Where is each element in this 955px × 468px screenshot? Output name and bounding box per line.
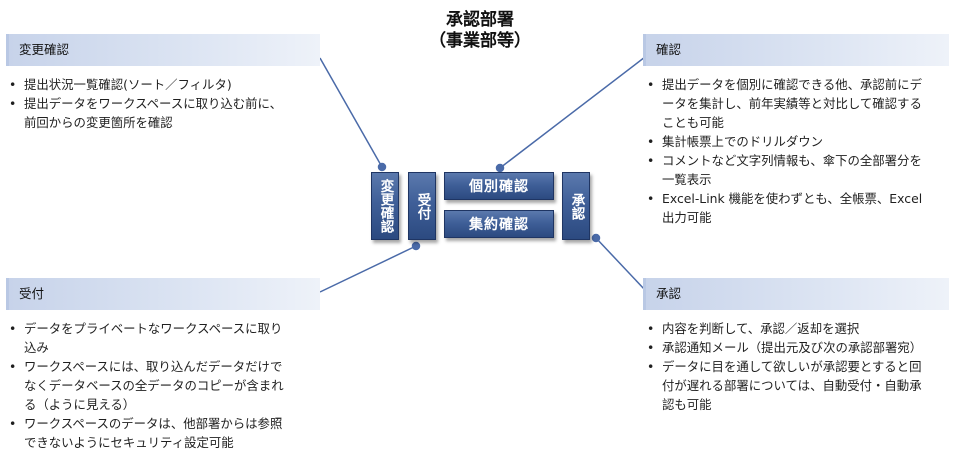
list-item-line: データをプライベートなワークスペースに取り: [24, 321, 283, 336]
list-item-line: ことも可能: [662, 115, 724, 130]
box-shuuyaku-kakunin: 集約確認: [444, 210, 554, 238]
connector-henkou: [319, 57, 383, 168]
list-item-line: ワークスペースには、取り込んだデータだけで: [24, 359, 283, 374]
list-item: データをプライベートなワークスペースに取り 込み: [8, 319, 328, 357]
list-item-line: る（ように見える）: [24, 397, 136, 412]
list-item-line: ータを集計し、前年実績等と対比して確認する: [662, 96, 922, 111]
connector-dot-henkou: [377, 162, 387, 172]
title-line-1: 承認部署: [446, 10, 514, 30]
list-item: 提出状況一覧確認(ソート／フィルタ): [8, 75, 328, 94]
list-item-line: ワークスペースのデータは、他部署からは参照: [24, 416, 283, 431]
list-item-line: 提出状況一覧確認(ソート／フィルタ): [24, 77, 232, 92]
list-item-line: 提出データをワークスペースに取り込む前に、: [24, 96, 282, 111]
box-kobetsu-kakunin: 個別確認: [444, 172, 554, 200]
list-item: 提出データをワークスペースに取り込む前に、 前回からの変更箇所を確認: [8, 94, 328, 132]
list-item: コメントなど文字列情報も、傘下の全部署分を 一覧表示: [646, 151, 951, 189]
list-item-line: 前回からの変更箇所を確認: [24, 115, 173, 130]
list-item-line: 認も可能: [662, 397, 712, 412]
panel-list-kakunin: 提出データを個別に確認できる他、承認前にデ ータを集計し、前年実績等と対比して確…: [646, 75, 951, 227]
panel-list-uketsuke: データをプライベートなワークスペースに取り 込み ワークスペースには、取り込んだ…: [8, 319, 328, 452]
diagram-title: 承認部署 （事業部等）: [380, 10, 580, 52]
list-item: 集計帳票上でのドリルダウン: [646, 132, 951, 151]
list-item-line: 内容を判断して、承認／返却を選択: [662, 321, 860, 336]
list-item-line: 集計帳票上でのドリルダウン: [662, 134, 824, 149]
box-shounin: 承認: [562, 172, 590, 240]
connector-shounin: [595, 237, 646, 291]
connector-dot-shounin: [591, 233, 601, 243]
list-item-line: 一覧表示: [662, 172, 712, 187]
list-item-line: コメントなど文字列情報も、傘下の全部署分を: [662, 153, 922, 168]
list-item-line: 提出データを個別に確認できる他、承認前にデ: [662, 77, 922, 92]
box-uketsuke: 受付: [408, 172, 436, 240]
list-item: 内容を判断して、承認／返却を選択: [646, 319, 951, 338]
list-item-line: 込み: [24, 340, 49, 355]
panel-heading-henkou: 変更確認: [6, 34, 320, 66]
list-item: ワークスペースのデータは、他部署からは参照 できないようにセキュリティ設定可能: [8, 414, 328, 452]
list-item-line: 付が遅れる部署については、自動受付・自動承: [662, 378, 922, 393]
list-item: データに目を通して欲しいが承認要とすると回 付が遅れる部署については、自動受付・…: [646, 357, 951, 414]
list-item: 承認通知メール（提出元及び次の承認部署宛）: [646, 338, 951, 357]
connector-uketsuke: [319, 245, 417, 293]
title-line-2: （事業部等）: [429, 31, 531, 51]
panel-list-shounin: 内容を判断して、承認／返却を選択 承認通知メール（提出元及び次の承認部署宛） デ…: [646, 319, 951, 414]
panel-list-henkou: 提出状況一覧確認(ソート／フィルタ) 提出データをワークスペースに取り込む前に、…: [8, 75, 328, 132]
list-item-line: できないようにセキュリティ設定可能: [24, 435, 234, 450]
list-item: ワークスペースには、取り込んだデータだけで なくデータベースの全データのコピーが…: [8, 357, 328, 414]
list-item-line: なくデータベースの全データのコピーが含まれ: [24, 378, 284, 393]
list-item-line: データに目を通して欲しいが承認要とすると回: [662, 359, 922, 374]
panel-heading-shounin: 承認: [643, 278, 949, 310]
list-item-line: Excel-Link 機能を使わずとも、全帳票、Excel: [662, 191, 923, 206]
panel-heading-kakunin: 確認: [643, 34, 949, 66]
list-item: Excel-Link 機能を使わずとも、全帳票、Excel 出力可能: [646, 189, 951, 227]
list-item-line: 出力可能: [662, 210, 712, 225]
connector-dot-kakunin: [495, 163, 505, 173]
list-item-line: 承認通知メール（提出元及び次の承認部署宛）: [662, 340, 923, 355]
connector-dot-uketsuke: [411, 241, 421, 251]
panel-heading-uketsuke: 受付: [6, 278, 320, 310]
box-henkou-kakunin: 変更確認: [371, 172, 399, 240]
list-item: 提出データを個別に確認できる他、承認前にデ ータを集計し、前年実績等と対比して確…: [646, 75, 951, 132]
connector-kakunin: [499, 56, 646, 169]
